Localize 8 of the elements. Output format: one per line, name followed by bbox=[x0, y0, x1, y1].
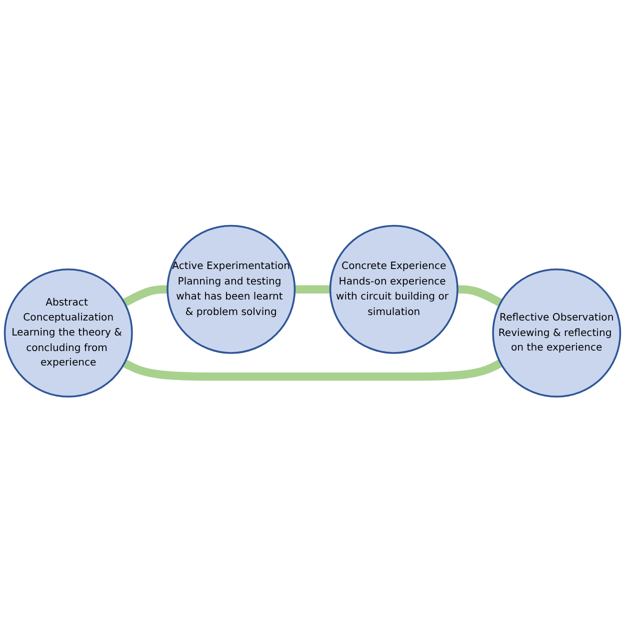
node-circle: Abstract Conceptualization Learning the theory & concluding from experience bbox=[4, 268, 133, 398]
node-circle: Active Experimentation Planning and testing what has been learnt & problem solving bbox=[166, 224, 296, 354]
node-circle: Reflective Observation Reviewing & reflecting on the experience bbox=[492, 268, 622, 398]
connector bbox=[122, 359, 503, 381]
connector bbox=[456, 285, 503, 306]
node-circle: Concrete Experience Hands-on experience with circuit building or simulation bbox=[329, 224, 458, 354]
connector bbox=[122, 285, 169, 306]
connector bbox=[294, 285, 332, 294]
